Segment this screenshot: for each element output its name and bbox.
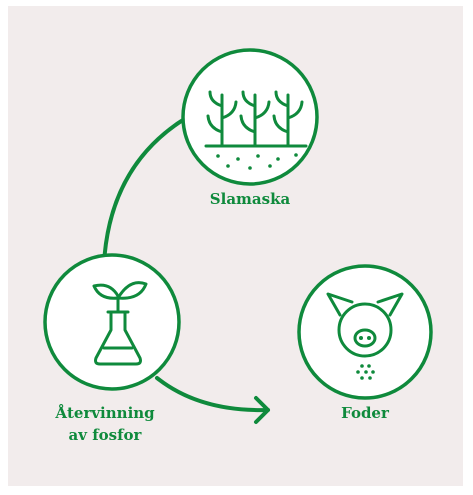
pig-face-icon [326,292,404,358]
recovery-label: Återvinning av fosfor [30,402,180,446]
connector-recovery-to-foder [155,376,270,413]
slamaska-label: Slamaska [209,190,291,208]
recovery-label-line2: av fosfor [68,426,142,444]
arrowhead-icon [254,396,270,424]
feed-dots [356,364,375,380]
sprout-in-flask-icon [92,281,148,366]
recovery-label-line1: Återvinning [55,404,155,422]
pig-nostrils [359,336,371,340]
soil-dots [216,153,298,170]
plants-in-soil-icon [204,90,308,148]
foder-label: Foder [341,404,389,422]
node-slamaska [181,48,319,186]
node-recovery [43,253,181,391]
node-foder [297,264,433,400]
connector-slamaska-to-recovery [102,116,188,265]
